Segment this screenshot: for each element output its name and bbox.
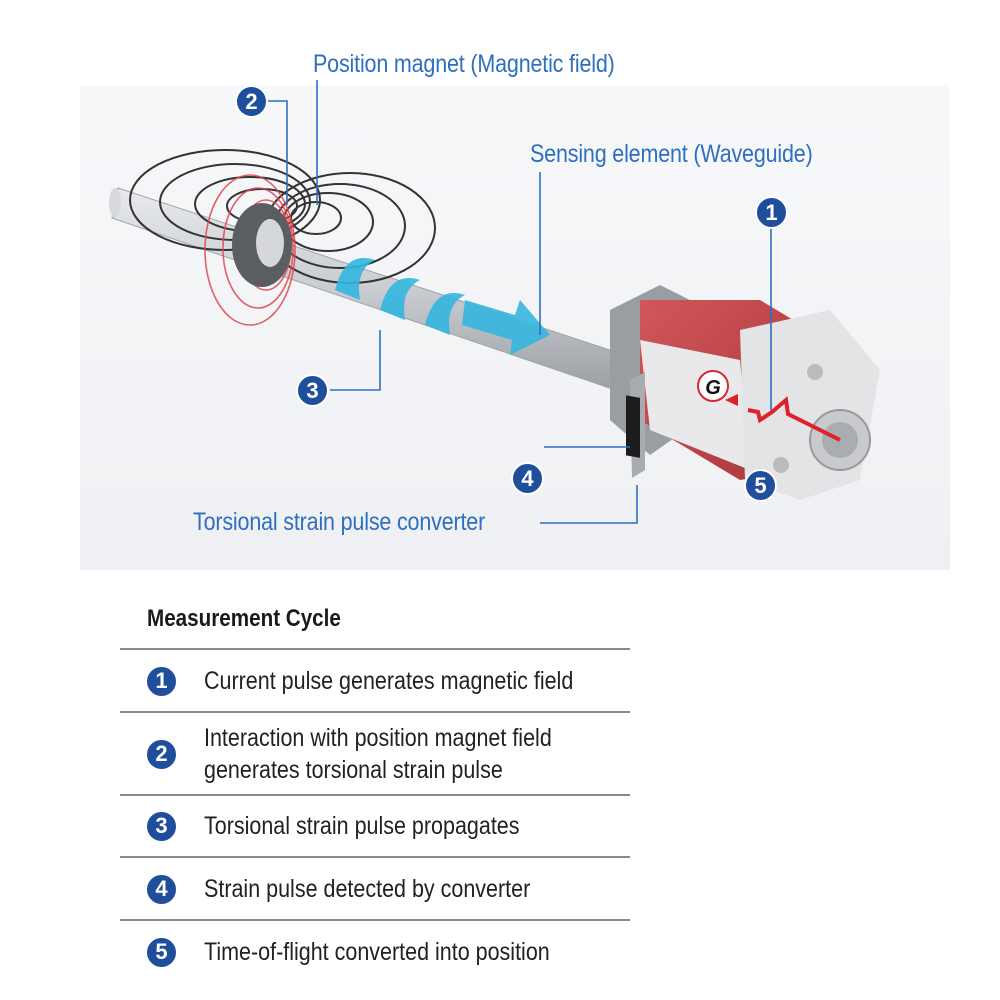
converter-label: Torsional strain pulse converter — [193, 508, 486, 536]
torsional-wave-helix — [335, 258, 550, 355]
step-badge-4: 4 — [511, 462, 544, 495]
step-text: Strain pulse detected by converter — [204, 875, 531, 903]
sensor-drawing: G — [80, 80, 950, 570]
step-badge-3: 3 — [296, 374, 329, 407]
divider — [120, 648, 630, 650]
sensing-element-label: Sensing element (Waveguide) — [530, 140, 813, 168]
table-row: 5 Time-of-flight converted into position — [120, 921, 630, 983]
strain-pulse-converter — [626, 372, 645, 478]
step-badge: 4 — [145, 872, 178, 906]
svg-text:G: G — [705, 377, 721, 399]
step-badge-2: 2 — [235, 85, 268, 118]
step-text-line-2: generates torsional strain pulse — [204, 756, 503, 784]
divider — [120, 919, 630, 921]
sensor-illustration: G Position magnet (Magnetic field) Sensi… — [80, 50, 950, 570]
current-pulse-icon — [747, 396, 841, 442]
table-row: 2 Interaction with position magnet field… — [120, 713, 630, 795]
position-magnet — [232, 203, 292, 287]
step-badge: 2 — [145, 737, 178, 771]
table-title: Measurement Cycle — [147, 605, 341, 632]
table-row: 4 Strain pulse detected by converter — [120, 858, 630, 920]
leader-lines — [268, 80, 772, 524]
step-text-line-1: Interaction with position magnet field — [204, 724, 552, 752]
step-badge: 5 — [145, 935, 178, 969]
position-magnet-label: Position magnet (Magnetic field) — [313, 50, 615, 78]
divider — [120, 711, 630, 713]
table-row: 1 Current pulse generates magnetic field — [120, 650, 630, 712]
step-text: Torsional strain pulse propagates — [204, 812, 520, 840]
divider — [120, 794, 630, 796]
step-badge: 3 — [145, 809, 178, 843]
divider — [120, 856, 630, 858]
step-badge-1: 1 — [755, 196, 788, 229]
step-text: Current pulse generates magnetic field — [204, 667, 574, 695]
table-row: 3 Torsional strain pulse propagates — [120, 796, 630, 856]
sensor-g-mark: G — [697, 370, 729, 402]
pulse-arrow-icon — [725, 394, 738, 406]
step-badge-5: 5 — [744, 469, 777, 502]
step-badge: 1 — [145, 664, 178, 698]
step-text: Time-of-flight converted into position — [204, 938, 550, 966]
